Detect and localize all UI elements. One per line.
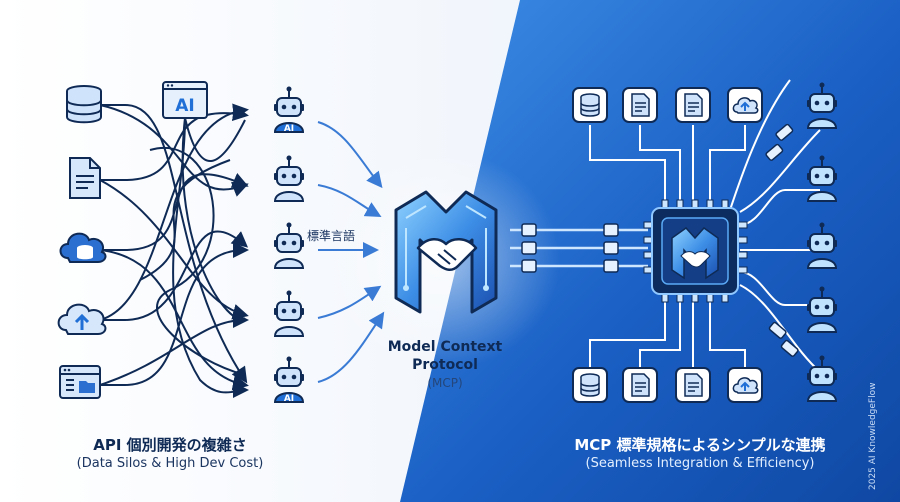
mcp-title-line1: Model Context <box>387 339 503 355</box>
left-subtitle: (Data Silos & High Dev Cost) <box>76 456 264 471</box>
right-title: MCP 標準規格によるシンプルな連携 <box>574 436 826 454</box>
mcp-logo <box>394 190 498 314</box>
robot-icon <box>806 155 838 202</box>
right-subtitle: (Seamless Integration & Efficiency) <box>585 456 815 471</box>
watermark: 2025 AI KnowledgeFlow <box>868 382 878 490</box>
handshake-icon <box>416 238 478 271</box>
cloud-upload-icon <box>57 303 107 335</box>
left-caption: API 個別開発の複雑さ (Data Silos & High Dev Cost… <box>40 435 300 473</box>
document-icon <box>675 87 711 123</box>
robot-icon <box>806 222 838 269</box>
right-bottom-icons <box>572 367 763 403</box>
database-icon <box>572 367 608 403</box>
converging-arrows <box>317 121 385 383</box>
robot-icon <box>273 155 305 202</box>
hub-connections <box>589 79 821 373</box>
document-icon <box>622 87 658 123</box>
document-icon <box>69 157 101 199</box>
tangled-connections <box>99 103 249 399</box>
robot-icon <box>273 290 305 337</box>
robot-icon <box>806 82 838 129</box>
document-icon <box>675 367 711 403</box>
standard-language-label: 標準言語 <box>307 229 356 243</box>
cloud-upload-icon <box>727 367 763 403</box>
left-robots <box>273 86 305 403</box>
cloud-database-icon <box>59 232 107 263</box>
robot-icon <box>806 355 838 402</box>
left-title: API 個別開発の複雑さ <box>93 436 247 454</box>
document-icon <box>622 367 658 403</box>
right-caption: MCP 標準規格によるシンプルな連携 (Seamless Integration… <box>540 435 860 473</box>
mcp-title-line3: (MCP) <box>427 376 463 390</box>
robot-icon <box>273 86 305 133</box>
database-icon <box>66 85 102 124</box>
robot-badge-top: AI <box>284 124 294 134</box>
mcp-title-line2: Protocol <box>412 357 478 373</box>
right-robots <box>806 82 838 402</box>
left-source-icons <box>57 85 107 399</box>
database-icon <box>572 87 608 123</box>
app-window-icon <box>59 365 101 399</box>
bus-connectors <box>521 223 619 273</box>
robot-badge-bottom: AI <box>284 394 294 404</box>
ai-box-icon: AI <box>162 81 208 119</box>
robot-icon <box>273 356 305 403</box>
cable-plugs <box>765 123 799 357</box>
cloud-upload-icon <box>727 87 763 123</box>
robot-icon <box>273 222 305 269</box>
right-top-icons <box>572 87 763 123</box>
robot-icon <box>806 286 838 333</box>
ai-box-label: AI <box>175 96 194 116</box>
mcp-hub-chip <box>643 199 748 303</box>
mcp-title: Model Context Protocol (MCP) <box>360 338 530 392</box>
right-background <box>400 0 900 502</box>
